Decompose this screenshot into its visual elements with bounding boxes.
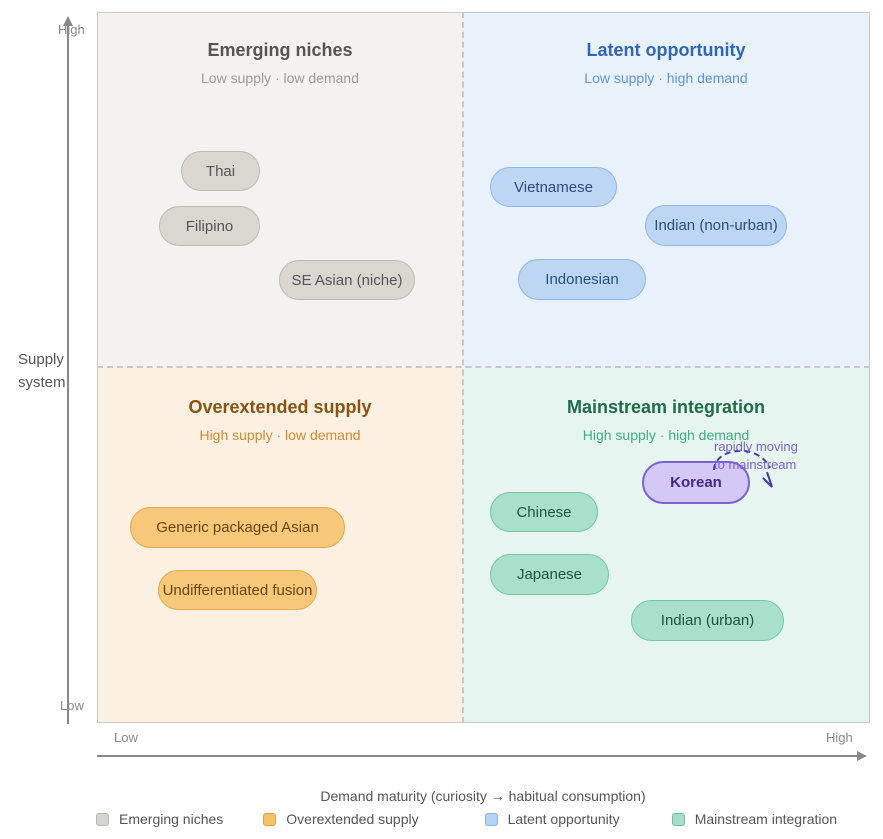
quadrant-title-overextended: Overextended supply xyxy=(188,397,372,417)
pill-indian-nonurban: Indian (non-urban) xyxy=(645,205,787,246)
x-tick-high: High xyxy=(826,730,853,745)
y-axis-label-line1: Supply xyxy=(18,351,64,368)
pill-se-asian: SE Asian (niche) xyxy=(279,260,415,300)
pill-korean: Korean xyxy=(642,461,750,504)
x-axis-line xyxy=(97,755,859,757)
legend-label-emerging: Emerging niches xyxy=(119,811,224,827)
y-axis-line xyxy=(67,18,69,724)
x-tick-low: Low xyxy=(114,730,138,745)
annotation-line-2: to mainstream xyxy=(714,457,797,472)
pill-generic-packaged: Generic packaged Asian xyxy=(130,507,345,548)
annotation-line-1: rapidly moving xyxy=(714,439,798,454)
legend-label-mainstream: Mainstream integration xyxy=(694,811,838,827)
legend-swatch-mainstream xyxy=(671,812,685,826)
quadrant-title-latent: Latent opportunity xyxy=(586,40,746,60)
pill-indonesian: Indonesian xyxy=(518,259,646,300)
pill-indian-urban: Indian (urban) xyxy=(631,600,784,641)
quadrant-mainstream-integration xyxy=(463,367,870,723)
pill-chinese: Chinese xyxy=(490,492,598,532)
legend-swatch-emerging xyxy=(96,812,109,826)
legend-label-overextended: Overextended supply xyxy=(286,811,419,827)
y-axis-label: Supply system xyxy=(18,348,66,394)
pill-vietnamese: Vietnamese xyxy=(490,167,617,207)
trajectory-arrow-icon xyxy=(713,450,773,488)
y-axis-label-line2: system xyxy=(18,374,66,391)
quadrant-subtitle-overextended: High supply · low demand xyxy=(199,427,361,443)
y-axis-arrow-icon xyxy=(63,16,73,26)
quadrant-subtitle-emerging: Low supply · low demand xyxy=(201,70,359,86)
y-tick-high: High xyxy=(58,22,85,37)
x-axis-arrow-icon xyxy=(857,751,867,761)
quadrant-subtitle-latent: Low supply · high demand xyxy=(584,70,748,86)
quadrant-emerging-niches xyxy=(97,12,463,367)
pill-filipino: Filipino xyxy=(159,206,260,246)
legend-item-overextended: Overextended supply xyxy=(263,811,419,827)
pill-undifferentiated: Undifferentiated fusion xyxy=(158,570,317,610)
legend-label-latent: Latent opportunity xyxy=(507,811,620,827)
legend-item-emerging: Emerging niches xyxy=(96,811,223,827)
legend-swatch-overextended xyxy=(263,812,277,826)
pill-thai: Thai xyxy=(181,151,260,191)
quadrant-subtitle-mainstream: High supply · high demand xyxy=(582,427,750,443)
legend-item-latent: Latent opportunity xyxy=(484,811,620,827)
quadrant-title-emerging: Emerging niches xyxy=(207,40,353,60)
legend-swatch-latent xyxy=(484,812,498,826)
quadrant-title-mainstream: Mainstream integration xyxy=(566,397,766,417)
x-axis-label: Demand maturity (curiosity → habitual co… xyxy=(320,788,646,804)
legend: Emerging niches Overextended supply Late… xyxy=(96,811,837,827)
y-tick-low: Low xyxy=(60,698,84,713)
legend-item-mainstream: Mainstream integration xyxy=(671,811,838,827)
pill-japanese: Japanese xyxy=(490,554,609,595)
horizontal-divider xyxy=(97,366,870,368)
